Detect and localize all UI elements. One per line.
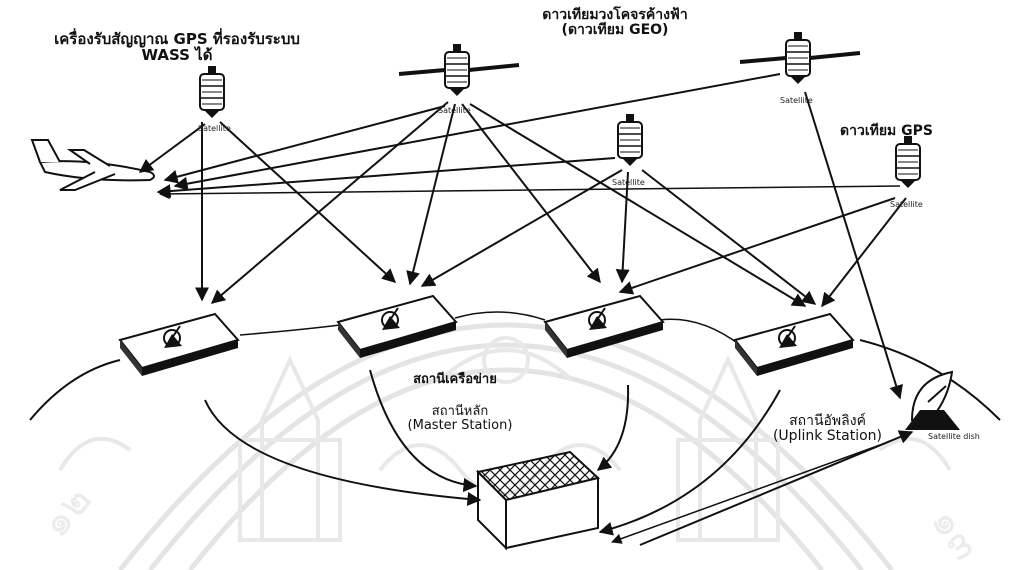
ground-station-icon [734, 313, 854, 377]
satellite-tag: Satellite [780, 96, 813, 105]
satellite-icon [397, 43, 521, 97]
reference-station-label: สถานีเครือข่าย [413, 372, 497, 387]
geo-satellite-label: ดาวเทียมวงโคจรค้างฟ้า (ดาวเทียม GEO) [542, 7, 688, 38]
satellite-icon [617, 113, 643, 167]
ground-station-icon [544, 295, 664, 359]
satellite-tag: Satellite [612, 178, 645, 187]
receiver-label: เครื่องรับสัญญาณ GPS ที่รองรับระบบ WASS … [54, 30, 300, 64]
satellite-icon [738, 31, 862, 85]
airplane-icon [30, 139, 155, 191]
satellite-tag: Satellite [438, 106, 471, 115]
master-station-label: สถานีหลัก (Master Station) [407, 404, 513, 433]
master-station-icon [475, 450, 601, 551]
satellite-tag: Satellite [890, 200, 923, 209]
ground-station-icon [119, 313, 239, 377]
satellite-tag: Satellite [198, 124, 231, 133]
satellite-icon [895, 135, 921, 189]
uplink-station-label: สถานีอัพลิงค์ (Uplink Station) [772, 413, 883, 444]
satellite-dish-label: Satellite dish [928, 432, 980, 441]
satellite-icon [199, 65, 225, 119]
gps-satellite-label: ดาวเทียม GPS [840, 123, 933, 139]
ground-station-icon [337, 295, 457, 359]
satellite-dish-icon [905, 370, 960, 430]
